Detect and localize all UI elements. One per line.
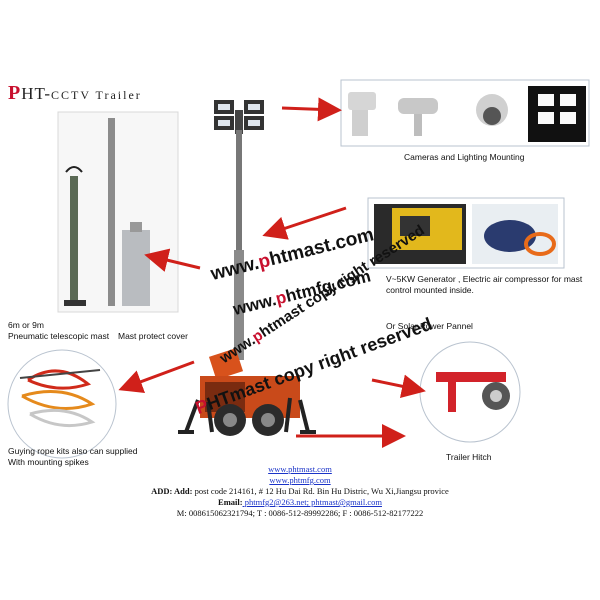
guying-caption-line2: With mounting spikes xyxy=(8,457,89,467)
mast-size-label: 6m or 9m xyxy=(8,320,44,330)
address-text: post code 214161, # 12 Hu Dai Rd. Bin Hu… xyxy=(192,486,449,496)
address-label: ADD: Add: xyxy=(151,486,193,496)
footer-address: ADD: Add: post code 214161, # 12 Hu Dai … xyxy=(0,486,600,497)
mast-type-label: Pneumatic telescopic mast xyxy=(8,331,110,341)
footer-block: www.phtmast.com www.phtmfg.com ADD: Add:… xyxy=(0,464,600,519)
pointer-arrows xyxy=(118,97,426,448)
email-label: Email: xyxy=(218,497,243,507)
brand-subtitle: CCTV Trailer xyxy=(50,88,142,102)
mast-cover-label: Mast protect cover xyxy=(118,331,188,341)
cctv-trailer-drawing xyxy=(178,100,316,436)
footer-email: Email: phtmfg2@263.net; phtmast@gmail.co… xyxy=(0,497,600,508)
footer-link-phtmast[interactable]: www.phtmast.com xyxy=(268,464,332,474)
brand-title: PHT-CCTV Trailer xyxy=(8,82,142,105)
cameras-photo xyxy=(340,79,590,147)
trailer-hitch-photo xyxy=(419,341,521,443)
cameras-caption: Cameras and Lighting Mounting xyxy=(404,152,525,162)
footer-contact: M: 008615062321794; T : 0086-512-8999228… xyxy=(176,508,424,518)
footer-link-phtmfg[interactable]: www.phtmfg.com xyxy=(269,475,331,485)
email-links[interactable]: phtmfg2@263.net; phtmast@gmail.com xyxy=(242,497,382,507)
mast-photo xyxy=(57,111,179,313)
generator-photo xyxy=(367,197,565,269)
hitch-caption: Trailer Hitch xyxy=(446,452,492,462)
guying-rope-photo xyxy=(7,349,117,459)
brand-initial: P xyxy=(8,82,22,104)
guying-caption-line1: Guying rope kits also can supplied xyxy=(8,446,138,456)
brand-name: HT- xyxy=(21,84,51,103)
generator-caption: V~5KW Generator , Electric air compresso… xyxy=(386,274,583,295)
solar-caption: Or Solar Power Pannel xyxy=(386,321,473,331)
